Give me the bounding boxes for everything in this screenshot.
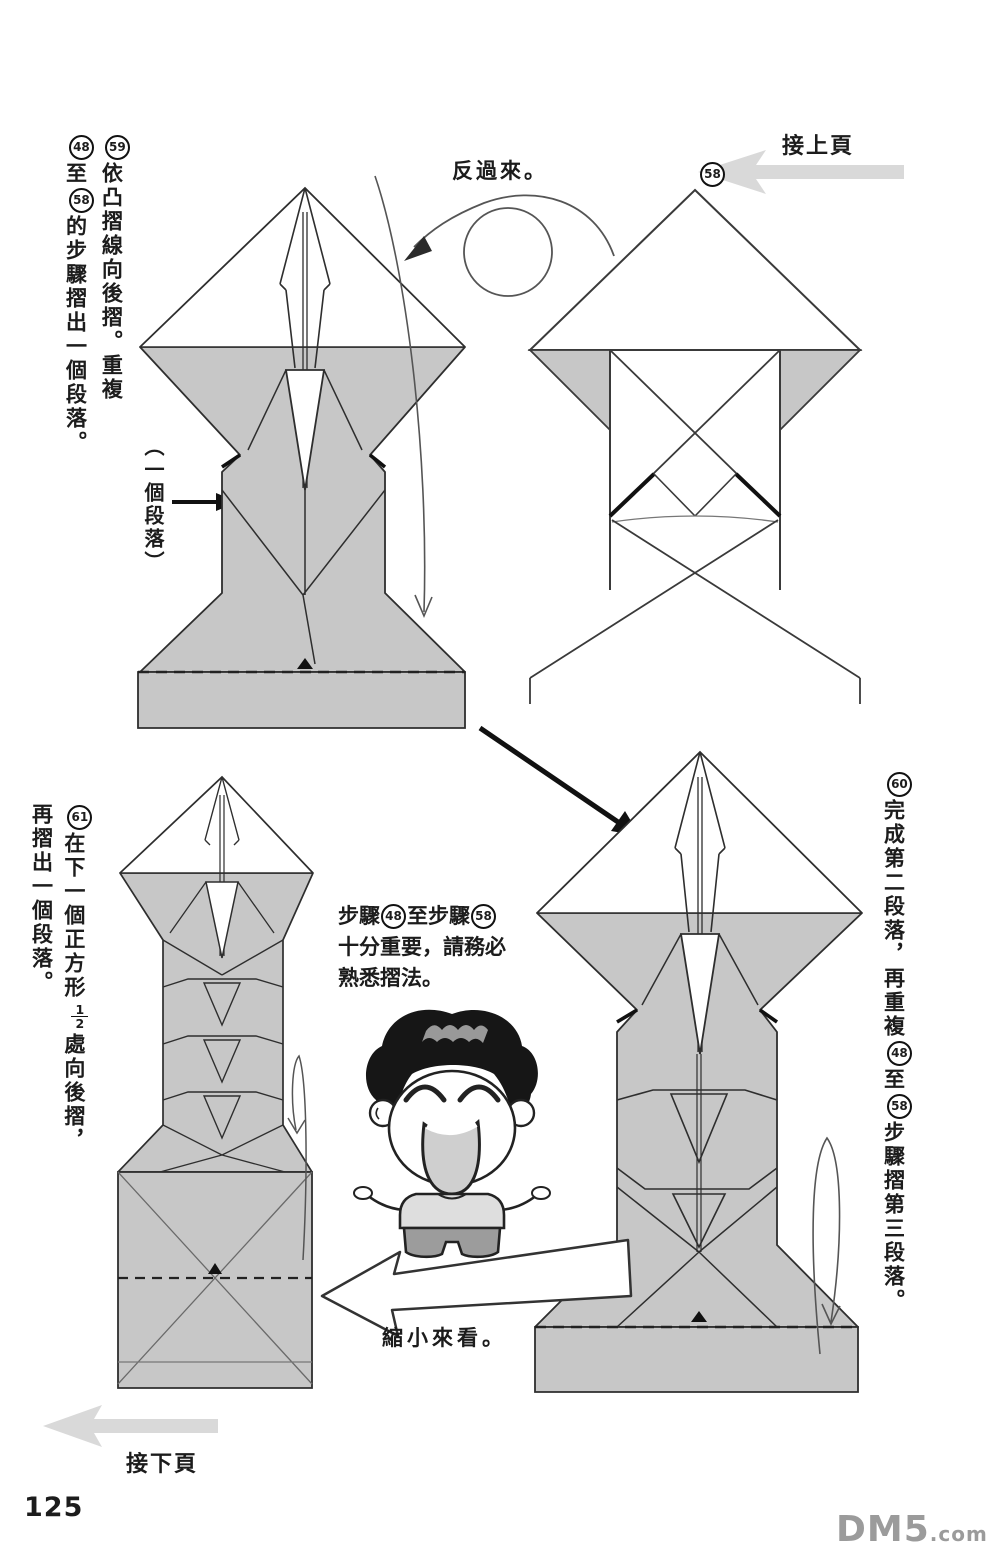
prev-page-label: 接上頁 (782, 134, 855, 159)
step-48-badge: 48 (68, 135, 94, 160)
step-60-badge: 60 (886, 772, 912, 797)
step-59-text-b: 至 (63, 162, 88, 186)
step-60-text-a: 完成第二段落，再重複 (881, 799, 906, 1039)
step-60-line: 60完成第二段落，再重複48至58步驟摺第三段落。 (878, 770, 912, 1450)
step-60-text-c: 步驟摺第三段落。 (881, 1121, 906, 1313)
note-pre-text: 步驟 (338, 904, 380, 928)
fold-loop-arrow-icon (291, 1054, 307, 1261)
fraction-denominator: 2 (75, 1016, 85, 1032)
watermark-main: DM5 (836, 1509, 930, 1550)
origami-diagram-step61 (117, 775, 314, 1389)
step-59-badge: 59 (104, 135, 130, 160)
step-61-text-c: 再摺出一個段落。 (29, 803, 54, 995)
origami-diagram-step58 (527, 188, 863, 704)
flip-arrow-icon (404, 194, 615, 297)
step-59-text-a: 依凸摺線向後摺。重複 (99, 162, 124, 402)
step-58-badge-ref2: 58 (886, 1094, 912, 1119)
note-line-3: 熟悉摺法。 (338, 966, 443, 990)
step-61-line-2: 再摺出一個段落。 (26, 803, 56, 1248)
prev-page-arrow-icon (698, 150, 904, 194)
step-61-text-b: 處向後摺， (61, 1033, 86, 1154)
zoom-out-label: 縮小來看。 (382, 1326, 507, 1350)
step-58-badge: 58 (700, 162, 725, 187)
step-60-instruction: 60完成第二段落，再重複48至58步驟摺第三段落。 (876, 770, 914, 1450)
step-58-badge-ref: 58 (68, 188, 94, 213)
next-page-label: 接下頁 (126, 1452, 199, 1477)
next-page-arrow-icon (43, 1405, 218, 1447)
step-48-badge-ref2: 48 (886, 1041, 912, 1066)
page-number: 125 (24, 1492, 84, 1523)
origami-diagram-step59 (137, 175, 466, 729)
origami-diagram-step60 (534, 750, 863, 1393)
note-mid-text: 至步驟 (407, 904, 470, 928)
step-59-line-2: 48至58的步驟摺出一個段落。 (60, 133, 94, 498)
one-segment-label: （一個段落） (141, 436, 165, 574)
step-59-line-1: 59依凸摺線向後摺。重複 (96, 133, 130, 498)
step-59-text-c: 的步驟摺出一個段落。 (63, 215, 88, 455)
watermark-suffix: .com (929, 1522, 988, 1546)
step-59-instruction: 59依凸摺線向後摺。重複 48至58的步驟摺出一個段落。 (58, 133, 132, 498)
flip-label: 反過來。 (452, 159, 548, 183)
zoom-out-arrow-icon (320, 1238, 633, 1338)
fraction-numerator: 1 (71, 1003, 89, 1018)
site-watermark: DM5.com (836, 1512, 988, 1548)
turn-arrowhead-icon (414, 594, 433, 619)
step-48-badge-note: 48 (381, 904, 406, 929)
step-60-text-b: 至 (881, 1068, 906, 1092)
note-line-2: 十分重要，請務必 (338, 935, 506, 959)
chibi-boy-character (353, 1009, 551, 1259)
fold-loop-arrow-icon (812, 1136, 841, 1355)
step-58-badge-note: 58 (471, 904, 496, 929)
step-61-text-a: 在下一個正方形 (61, 832, 86, 1000)
step-61-badge: 61 (67, 805, 93, 830)
pleat-creases (162, 978, 284, 1140)
